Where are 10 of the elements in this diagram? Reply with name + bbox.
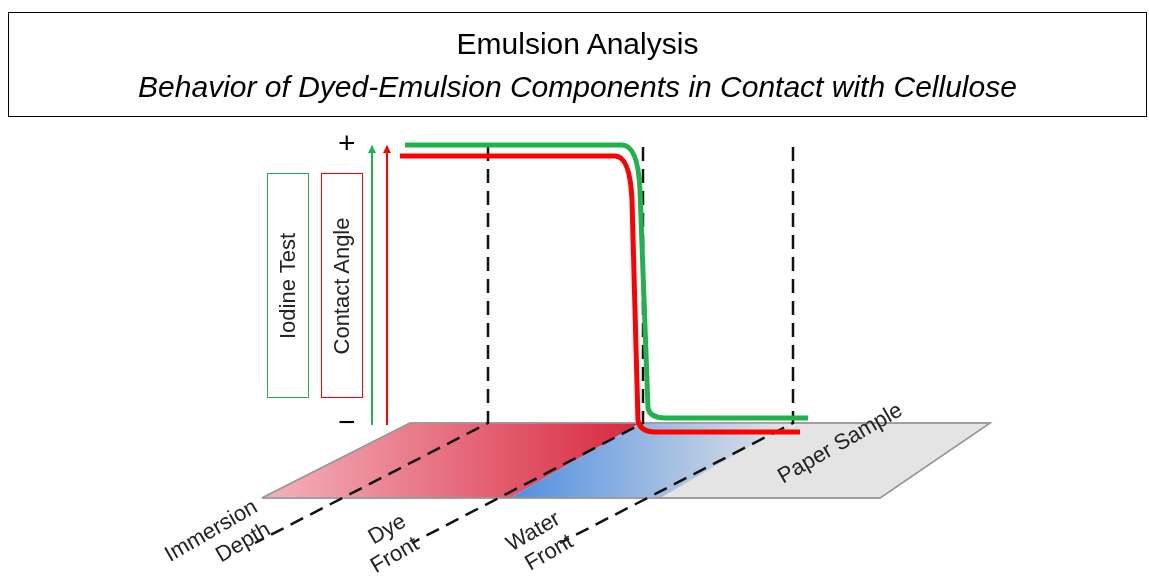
label-box [321,173,363,398]
box-label: Contact Angle [329,217,355,354]
title: Emulsion Analysis [456,27,699,61]
subtitle: Behavior of Dyed-Emulsion Components in Contact with Cellulose [138,70,1017,104]
label-box [267,173,309,398]
axis-label: + [338,126,356,160]
axis-label: − [338,405,356,439]
front-label: Dye Front [362,508,424,580]
front-label: Water Front [500,505,578,578]
box-label: Iodine Test [275,232,301,339]
